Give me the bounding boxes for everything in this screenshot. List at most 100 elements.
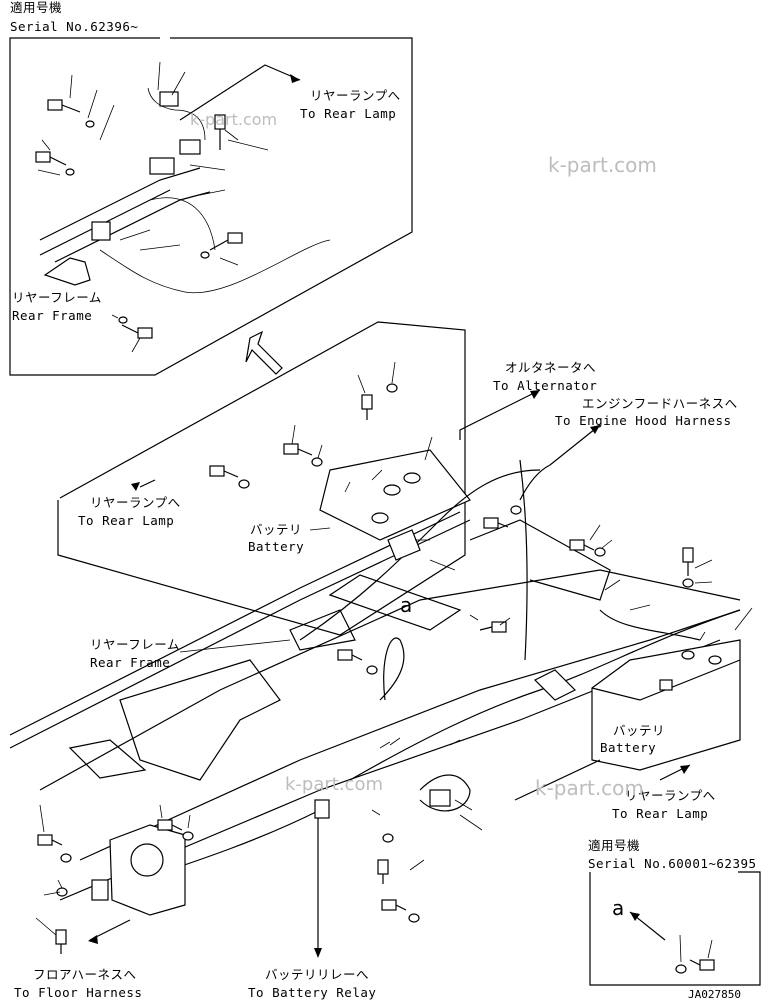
washer-main-8 [60, 853, 72, 863]
inset-harness [99, 239, 331, 294]
bolt-main-4 [483, 517, 509, 529]
battery-tray-plate [469, 519, 611, 601]
main-reference-outline [57, 321, 466, 636]
floor-plate [328, 574, 462, 631]
battery-left-terminal-1 [383, 484, 401, 496]
harness-main-upper [299, 469, 541, 641]
inset-clamp [149, 157, 175, 175]
rear-lamp-right-label-en: To Rear Lamp [612, 806, 708, 821]
rear-lamp-right-arrowhead [680, 765, 690, 774]
battery-right-label-jp: バッテリ [613, 723, 665, 738]
inset-bottom-arrowhead [630, 912, 640, 921]
washer-main-7 [366, 665, 378, 675]
watermark-3: k-part.com [285, 774, 383, 795]
washer-main-5 [594, 547, 606, 557]
inset-frame-rail [39, 167, 211, 263]
main-assembly: オルタネータへ To Alternator エンジンフードハーネスへ To En… [9, 321, 753, 1000]
alternator-label-jp: オルタネータへ [505, 360, 596, 375]
inset-serial-label: Serial No.62396~ [10, 19, 138, 34]
inset-bottom-bolt [689, 959, 715, 971]
frame-connector [314, 799, 330, 819]
harness-connector-cluster [533, 669, 577, 701]
bolt-main-8 [337, 649, 363, 661]
battery-relay-label-jp: バッテリリレーへ [265, 967, 369, 982]
detail-reference-arrow [245, 330, 283, 375]
bolt-main-13 [55, 929, 67, 954]
inset-leader-lines [37, 61, 269, 353]
drawing-code: JA027850 [688, 988, 741, 1001]
harness-loop [379, 637, 405, 701]
inset-frame [9, 37, 413, 376]
washer-main-4 [510, 505, 522, 515]
battery-left-leader [309, 527, 331, 531]
inset-harness-branch [149, 197, 216, 251]
inset-washer-2 [65, 168, 75, 176]
inset-rear-frame-label-en: Rear Frame [12, 308, 92, 323]
battery-left-label-en: Battery [248, 539, 304, 554]
relay-connector [429, 789, 451, 807]
washer-main-10 [182, 831, 194, 841]
rear-lamp-left-arrowhead [131, 482, 140, 491]
callout-a-inset: a [612, 896, 624, 920]
main-leader-lines [35, 361, 753, 936]
callout-a-main: a [400, 593, 412, 617]
battery-relay-arrowhead [314, 948, 322, 958]
inset-rear-lamp-leader [179, 64, 301, 121]
inset-lamp-cable [147, 87, 206, 141]
battery-right-terminal-2 [708, 655, 722, 665]
engine-hood-label-en: To Engine Hood Harness [555, 413, 732, 428]
battery-right-label-en: Battery [600, 740, 656, 755]
floor-harness-arrowhead [88, 935, 98, 944]
inset-applicable-title: 適用号機 [10, 0, 62, 15]
rear-frame-label-jp: リヤーフレーム [90, 637, 180, 652]
inset-serial-62396: 適用号機 Serial No.62396~ リヤーランプへ To Rear La… [9, 0, 413, 376]
inset-washer-1 [85, 120, 95, 128]
inset-frame-bracket [43, 257, 91, 286]
watermark-4: k-part.com [535, 776, 644, 800]
harness-hood-branch [519, 464, 551, 501]
bolt-main-12 [381, 899, 407, 911]
bolt-main-2 [283, 443, 313, 456]
battery-cable-connector [387, 529, 421, 561]
washer-main-6 [682, 578, 694, 588]
floor-connector [91, 879, 109, 901]
rear-lamp-left-leader [139, 479, 156, 488]
inset-connector [159, 91, 179, 107]
washer-main-3 [238, 479, 250, 489]
harness-main-lower [349, 609, 741, 781]
bolt-main-1 [361, 394, 373, 420]
rear-frame-label-en: Rear Frame [90, 655, 170, 670]
rear-frame-bracket [289, 609, 356, 651]
bolt-main-7 [479, 621, 507, 633]
inset-serial-60001-62395: 適用号機 Serial No.60001~62395 a [588, 838, 761, 986]
inset-rear-lamp-label-en: To Rear Lamp [300, 106, 396, 121]
inset-bottom-frame [589, 871, 761, 986]
battery-right-terminal-1 [681, 650, 695, 660]
engine-hood-leader [549, 424, 601, 466]
bolt-main-5 [569, 539, 595, 551]
bolt-main-9 [37, 834, 63, 846]
inset-bottom-washer [675, 964, 687, 974]
floor-harness-label-en: To Floor Harness [14, 985, 142, 1000]
battery-right-clip [659, 679, 673, 691]
battery-left-label-jp: バッテリ [250, 522, 302, 537]
floor-harness-label-jp: フロアハーネスへ [33, 967, 137, 982]
battery-left-terminal-3 [371, 512, 389, 524]
watermark-2: k-part.com [548, 153, 657, 177]
inset-bottom-title: 適用号機 [588, 838, 640, 853]
washer-main-2 [311, 457, 323, 467]
washer-main-12 [408, 913, 420, 923]
watermark-1: k-part.com [190, 110, 277, 129]
inset-bottom-serial: Serial No.60001~62395 [588, 856, 757, 871]
bolt-main-10 [157, 819, 183, 831]
alternator-arrowhead [530, 390, 540, 399]
washer-main-1 [386, 383, 398, 393]
inset-rear-frame-label-jp: リヤーフレーム [12, 290, 102, 305]
harness-battery-branch [599, 609, 701, 641]
inset-bolt-2 [35, 151, 67, 166]
rear-lamp-left-label-jp: リヤーランプへ [90, 495, 181, 510]
frame-crossmember [119, 659, 281, 781]
frame-plate [68, 739, 147, 779]
inset-rear-lamp-arrowhead [290, 74, 300, 83]
